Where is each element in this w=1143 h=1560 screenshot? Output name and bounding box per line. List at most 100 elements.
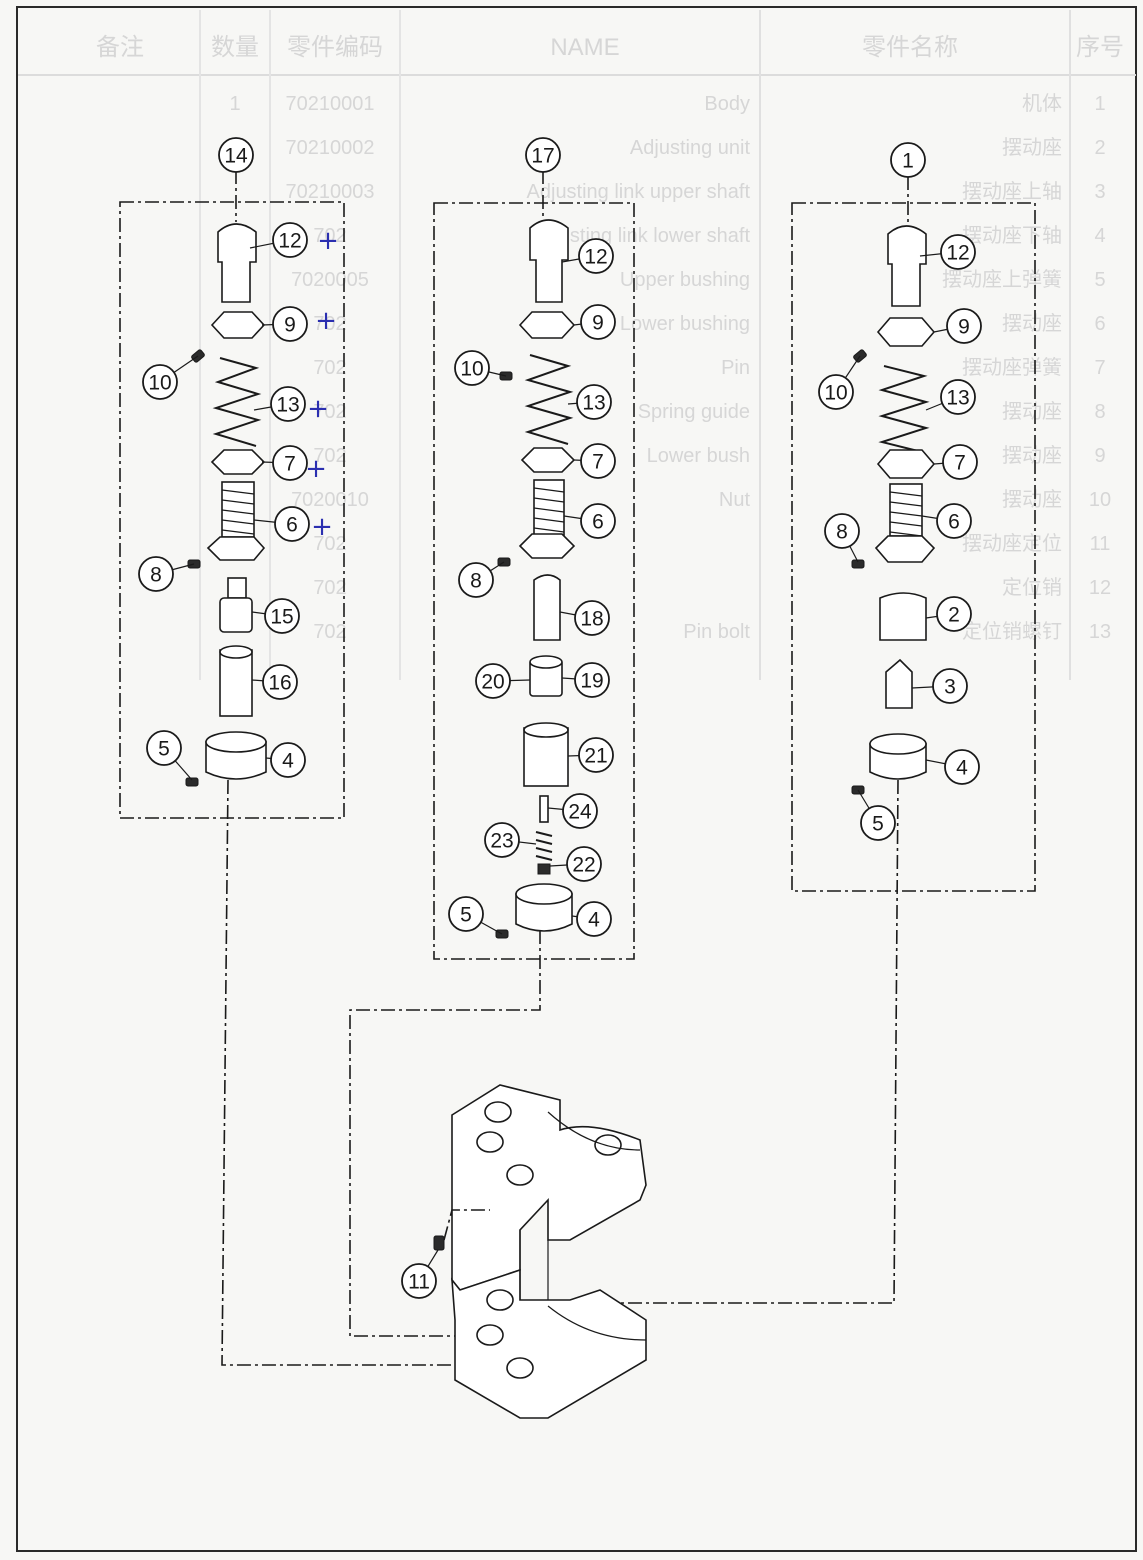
callout-middle-23-number: 23	[490, 830, 513, 853]
callout-right-4: 4	[925, 749, 980, 785]
ghost-cell: 9	[1094, 445, 1105, 467]
callout-middle-21: 21	[567, 737, 614, 773]
callout-left-10-ring	[142, 364, 178, 400]
ghost-cell: 摆动座	[1002, 400, 1062, 423]
callout-middle-20-ring	[475, 663, 511, 699]
ghost-cell: 1	[229, 93, 240, 115]
callout-right-13: 13	[925, 379, 976, 415]
middle-shaft-18	[533, 574, 561, 641]
callout-body-11-ring	[401, 1263, 437, 1299]
callout-right-6: 6	[921, 503, 972, 539]
middle-bush-top	[529, 655, 563, 669]
callout-middle-12-ring	[578, 238, 614, 274]
middle-connection-line	[349, 930, 541, 1337]
callout-right-7-number: 7	[954, 452, 966, 475]
callout-right-3-ring	[932, 668, 968, 704]
right-thread-lines	[889, 491, 923, 537]
callout-middle-18-number: 18	[580, 608, 603, 631]
callout-right-3-number: 3	[944, 676, 956, 699]
ghost-cell: Spring guide	[638, 401, 750, 423]
callout-right-7-ring	[942, 444, 978, 480]
body-hole-2	[476, 1131, 504, 1153]
callout-right-9: 9	[933, 308, 982, 344]
callout-left-9-ring	[272, 306, 308, 342]
left-assembly-parts	[185, 223, 267, 787]
callout-left-title-number: 14	[224, 145, 248, 168]
callout-right-10-ring	[818, 374, 854, 410]
body-setscrew-11	[433, 1235, 445, 1251]
ghost-cell: 摆动座	[1002, 312, 1062, 335]
callout-middle-10-ring	[454, 350, 490, 386]
callout-right-13-ring	[940, 379, 976, 415]
left-connection-line	[221, 779, 520, 1366]
callout-right-2-number: 2	[948, 604, 960, 627]
callout-middle-8-ring	[458, 562, 494, 598]
middle-spring-23	[535, 831, 553, 861]
callout-left-6: 6	[253, 506, 310, 542]
callout-middle-13: 13	[567, 384, 612, 420]
callout-left-10: 10	[142, 355, 199, 400]
handwritten-plus-mark: +	[307, 394, 329, 424]
callout-middle-19: 19	[561, 662, 610, 698]
callout-right-3: 3	[911, 668, 968, 704]
callout-middle-22-ring	[566, 846, 602, 882]
ghost-cell: 11	[1090, 533, 1111, 555]
callout-middle-6: 6	[563, 503, 616, 539]
ghost-cell: 8	[1094, 401, 1105, 423]
callout-middle-24-number: 24	[568, 801, 592, 824]
handwritten-plus-mark: +	[311, 512, 333, 542]
left-nut-7	[210, 449, 266, 475]
callout-middle-23-ring	[484, 822, 520, 858]
callout-left-12-number: 12	[278, 230, 301, 253]
middle-housing-top	[523, 722, 569, 738]
ghost-cell: 70210001	[286, 93, 375, 115]
callout-middle-18-ring	[574, 600, 610, 636]
ghost-cell: 702	[313, 357, 346, 379]
callout-middle-21-ring	[578, 737, 614, 773]
body-cutout-top	[547, 1111, 641, 1151]
right-pin-12	[887, 225, 927, 307]
body-hole-5	[486, 1289, 514, 1311]
right-unit-2	[879, 592, 927, 641]
ghost-cell: 70210002	[286, 137, 375, 159]
middle-nut-7	[520, 447, 576, 473]
ghost-cell: 定位销	[1002, 576, 1062, 599]
right-assembly-frame	[791, 202, 1036, 892]
callout-left-6-ring	[274, 506, 310, 542]
callout-middle-13-number: 13	[582, 392, 605, 415]
middle-pin-12	[529, 219, 569, 303]
middle-spring-13	[524, 354, 574, 445]
left-assembly-frame	[119, 201, 345, 819]
right-shaft-3	[885, 658, 913, 709]
callout-middle-24: 24	[547, 793, 598, 829]
middle-assembly-frame	[433, 202, 635, 960]
callout-left-13: 13	[253, 386, 306, 422]
callout-left-9: 9	[261, 306, 308, 342]
callout-middle-10: 10	[454, 350, 507, 386]
ghost-cell: Adjusting link lower shaft	[530, 225, 751, 247]
callout-right-10-number: 10	[824, 382, 847, 405]
callout-middle-5-number: 5	[460, 904, 472, 927]
right-spring-13	[878, 365, 930, 453]
callout-right-6-ring	[936, 503, 972, 539]
ghost-cell: 3	[1094, 181, 1105, 203]
bleed-through-parts-table: 序号 零件名称 NAME 零件编码 数量 备注 1机体Body702100011…	[18, 10, 1136, 680]
callout-body-11: 11	[401, 1249, 439, 1299]
middle-ball-22	[537, 863, 551, 875]
callout-right-title: 1	[890, 142, 926, 178]
right-base-nut	[874, 535, 936, 563]
ghost-cell: Lower bushing	[620, 313, 750, 335]
ghost-cell: 摆动座上轴	[962, 180, 1062, 203]
ghost-header-qty: 数量	[211, 34, 259, 61]
callout-middle-24-ring	[562, 793, 598, 829]
left-nut-9	[210, 311, 266, 339]
ghost-cell: 702	[313, 621, 346, 643]
ghost-cell: 摆动座弹簧	[962, 356, 1062, 379]
callout-middle-title-ring	[525, 137, 561, 173]
middle-pin-24	[539, 795, 549, 823]
callout-middle-8-number: 8	[470, 570, 482, 593]
callout-middle-23: 23	[484, 822, 537, 858]
body-hole-4	[594, 1134, 622, 1156]
callout-right-9-number: 9	[958, 316, 970, 339]
